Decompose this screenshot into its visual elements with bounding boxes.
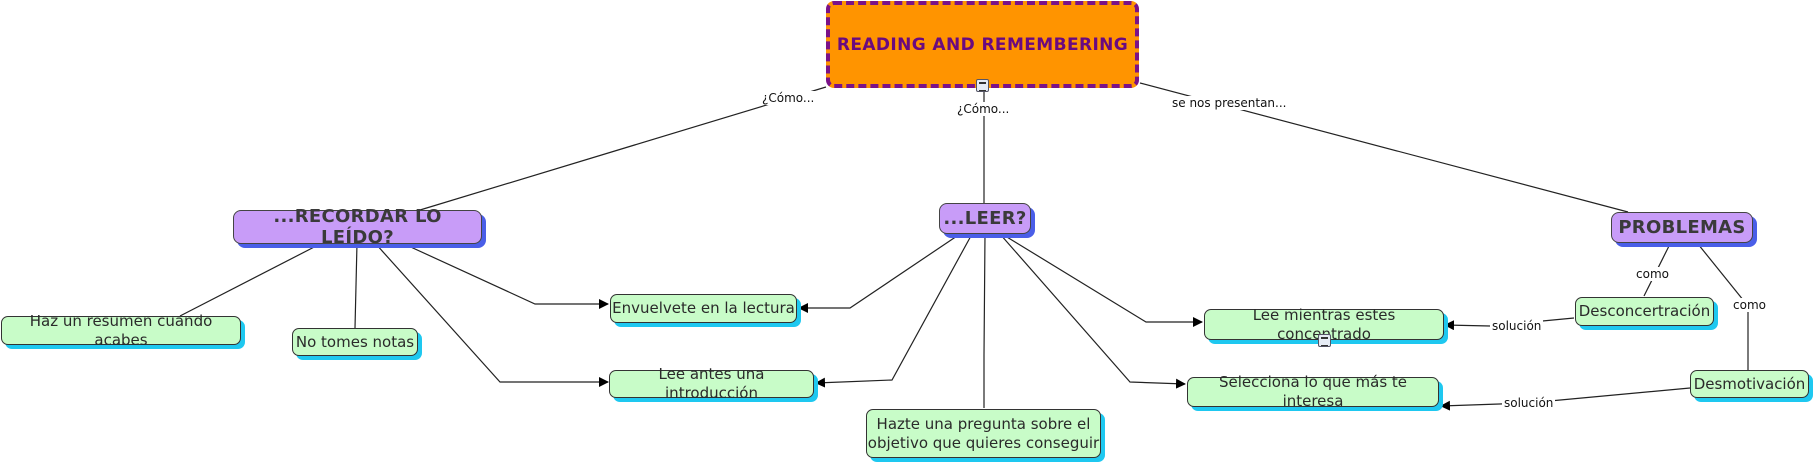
note-icon[interactable] — [976, 79, 989, 92]
link-leer-concentrado — [1001, 233, 1203, 327]
link-label-solucion-1: solución — [1490, 319, 1544, 333]
link-label-solucion-2: solución — [1502, 396, 1556, 410]
link-leer-envuelvete — [798, 233, 961, 313]
node-pregunta[interactable]: Hazte una pregunta sobre el objetivo que… — [866, 409, 1101, 458]
link-problemas-desmotivacion — [1697, 243, 1749, 307]
node-concentrado-label: Lee mientras estes concentrado — [1252, 305, 1396, 343]
link-desmotivacion-selecciona — [1440, 387, 1691, 411]
node-notas-label: No tomes notas — [295, 332, 415, 351]
node-desconcertracion[interactable]: Desconcertración — [1575, 297, 1714, 326]
link-recordar-envuelvete — [401, 242, 609, 309]
node-envuelvete-label: Envuelvete en la lectura — [612, 299, 795, 317]
node-introduccion-label: Lee antes una introducción — [658, 365, 765, 402]
node-resumen[interactable]: Haz un resumen cuando acabes — [1, 312, 241, 349]
node-leer[interactable]: ...LEER? — [939, 203, 1031, 234]
node-problemas-label: PROBLEMAS — [1618, 217, 1746, 238]
node-pregunta-label-1: Hazte una pregunta sobre el — [876, 414, 1091, 433]
link-label-como-1: como — [1634, 267, 1671, 281]
root-title: READING AND REMEMBERING — [836, 34, 1129, 55]
node-problemas[interactable]: PROBLEMAS — [1611, 212, 1753, 243]
link-root-recordar — [419, 86, 827, 211]
note-icon[interactable] — [1318, 334, 1331, 347]
node-notas[interactable]: No tomes notas — [292, 328, 418, 356]
node-selecciona-label: Selecciona lo que más te interesa — [1218, 373, 1408, 410]
root-node[interactable]: READING AND REMEMBERING — [826, 1, 1139, 88]
node-pregunta-label-2: objetivo que quieres conseguir — [867, 433, 1100, 452]
node-desmotivacion[interactable]: Desmotivación — [1690, 370, 1809, 398]
link-label-como-2: como — [1731, 298, 1768, 312]
node-resumen-label: Haz un resumen cuando acabes — [29, 311, 213, 349]
node-desconcertracion-label: Desconcertración — [1578, 302, 1711, 320]
link-label-presentan: se nos presentan... — [1170, 96, 1289, 110]
node-envuelvete[interactable]: Envuelvete en la lectura — [610, 294, 797, 323]
link-label-como-left: ¿Cómo... — [760, 91, 817, 105]
node-recordar-label: ...RECORDAR LO LEÍDO? — [273, 206, 442, 248]
link-leer-selecciona — [999, 233, 1186, 389]
link-leer-introduccion — [815, 233, 973, 388]
link-recordar-resumen — [179, 242, 323, 317]
link-recordar-introduccion — [374, 242, 609, 387]
node-introduccion[interactable]: Lee antes una introducción — [609, 365, 814, 402]
link-leer-pregunta — [983, 233, 986, 408]
node-desmotivacion-label: Desmotivación — [1693, 374, 1806, 393]
link-recordar-notas — [354, 242, 358, 329]
node-recordar[interactable]: ...RECORDAR LO LEÍDO? — [233, 206, 482, 248]
link-label-como-center: ¿Cómo... — [955, 102, 1012, 116]
node-leer-label: ...LEER? — [943, 208, 1027, 229]
node-selecciona[interactable]: Selecciona lo que más te interesa — [1187, 373, 1439, 410]
